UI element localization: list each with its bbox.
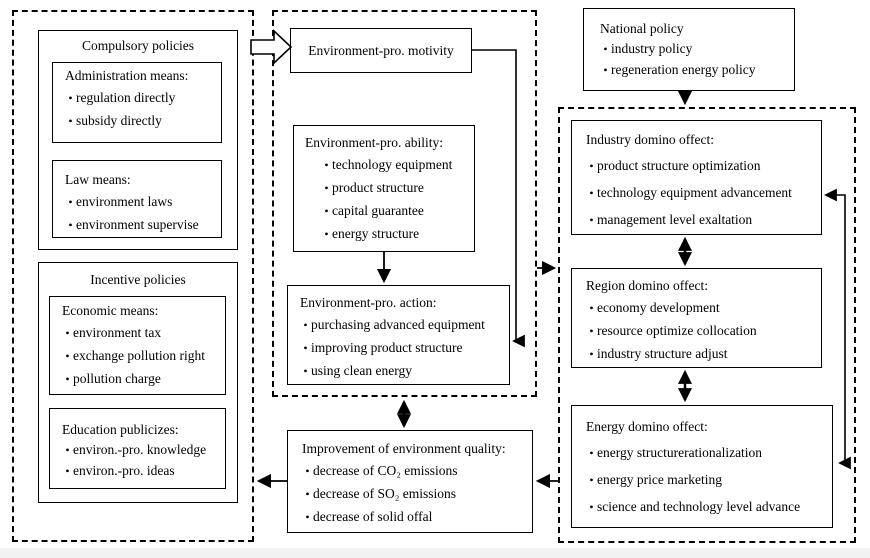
list-item: •environ.-pro. knowledge bbox=[62, 442, 221, 458]
bullet-icon: • bbox=[303, 364, 308, 378]
list-item: •technology equipment bbox=[305, 157, 470, 173]
list-item: •environment tax bbox=[62, 325, 221, 341]
bullet-icon: • bbox=[65, 372, 70, 386]
list-item: •exchange pollution right bbox=[62, 348, 221, 364]
box-title: Environment-pro. motivity bbox=[308, 43, 454, 58]
improvement-environment-quality-box: Improvement of environment quality: •dec… bbox=[287, 430, 533, 533]
list-item: •decrease of SO₂ emissions bbox=[302, 486, 528, 502]
box-title: Environment-pro. action: bbox=[300, 295, 437, 310]
list-item: •environ.-pro. ideas bbox=[62, 463, 221, 479]
bullet-icon: • bbox=[589, 213, 594, 227]
bullet-icon: • bbox=[68, 218, 73, 232]
list-item: •using clean energy bbox=[300, 363, 505, 379]
box-title: Industry domino offect: bbox=[586, 132, 714, 147]
box-title: Economic means: bbox=[62, 303, 159, 318]
list-item: •decrease of CO₂ emissions bbox=[302, 463, 528, 479]
bullet-icon: • bbox=[65, 349, 70, 363]
bullet-icon: • bbox=[68, 91, 73, 105]
environment-pro-ability-box: Environment-pro. ability: •technology eq… bbox=[293, 125, 475, 252]
box-title: Administration means: bbox=[65, 68, 189, 83]
list-item: •regeneration energy policy bbox=[600, 62, 790, 78]
list-item: •energy structurerationalization bbox=[586, 445, 828, 461]
bullet-icon: • bbox=[589, 347, 594, 361]
bullet-icon: • bbox=[324, 204, 329, 218]
bullet-icon: • bbox=[589, 159, 594, 173]
economic-means-box: Economic means: •environment tax •exchan… bbox=[49, 296, 226, 395]
list-item: •decrease of solid offal bbox=[302, 509, 528, 525]
environment-pro-motivity-box: Environment-pro. motivity bbox=[290, 28, 472, 73]
bullet-icon: • bbox=[589, 324, 594, 338]
bullet-icon: • bbox=[589, 446, 594, 460]
bullet-icon: • bbox=[324, 158, 329, 172]
bullet-icon: • bbox=[303, 341, 308, 355]
bullet-icon: • bbox=[589, 473, 594, 487]
law-means-box: Law means: •environment laws •environmen… bbox=[52, 160, 222, 238]
environment-pro-action-box: Environment-pro. action: •purchasing adv… bbox=[287, 285, 510, 385]
box-title: Law means: bbox=[65, 172, 131, 187]
bullet-icon: • bbox=[589, 301, 594, 315]
list-item: •energy price marketing bbox=[586, 472, 828, 488]
list-item: •environment laws bbox=[65, 194, 217, 210]
bullet-icon: • bbox=[68, 114, 73, 128]
bullet-icon: • bbox=[305, 487, 310, 501]
list-item: •regulation directly bbox=[65, 90, 217, 106]
page-bottom-band bbox=[0, 548, 870, 558]
box-title: Improvement of environment quality: bbox=[302, 441, 506, 456]
bullet-icon: • bbox=[305, 464, 310, 478]
list-item: •science and technology level advance bbox=[586, 499, 828, 515]
list-item: •economy development bbox=[586, 300, 817, 316]
region-domino-box: Region domino offect: •economy developme… bbox=[571, 268, 822, 368]
list-item: •environment supervise bbox=[65, 217, 217, 233]
bullet-icon: • bbox=[324, 181, 329, 195]
list-item: •pollution charge bbox=[62, 371, 221, 387]
list-item: •industry structure adjust bbox=[586, 346, 817, 362]
list-item: •subsidy directly bbox=[65, 113, 217, 129]
list-item: •energy structure bbox=[305, 226, 470, 242]
middle-environment-panel bbox=[272, 10, 537, 397]
list-item: •technology equipment advancement bbox=[586, 185, 817, 201]
bullet-icon: • bbox=[603, 42, 608, 56]
list-item: •improving product structure bbox=[300, 340, 505, 356]
list-item: •purchasing advanced equipment bbox=[300, 317, 505, 333]
bullet-icon: • bbox=[589, 186, 594, 200]
bullet-icon: • bbox=[65, 443, 70, 457]
energy-domino-box: Energy domino offect: •energy structurer… bbox=[571, 405, 833, 528]
box-title: Energy domino offect: bbox=[586, 419, 708, 434]
box-title: National policy bbox=[600, 21, 684, 36]
compulsory-policies-title: Compulsory policies bbox=[81, 38, 195, 53]
bullet-icon: • bbox=[65, 464, 70, 478]
list-item: •product structure bbox=[305, 180, 470, 196]
list-item: •industry policy bbox=[600, 41, 790, 57]
left-policies-panel bbox=[12, 10, 254, 542]
bullet-icon: • bbox=[303, 318, 308, 332]
national-policy-box: National policy •industry policy •regene… bbox=[583, 8, 795, 91]
bullet-icon: • bbox=[65, 326, 70, 340]
box-title: Region domino offect: bbox=[586, 278, 708, 293]
box-title: Education publicizes: bbox=[62, 422, 179, 437]
industry-domino-box: Industry domino offect: •product structu… bbox=[571, 120, 822, 235]
incentive-policies-title: Incentive policies bbox=[90, 272, 186, 287]
list-item: •management level exaltation bbox=[586, 212, 817, 228]
bullet-icon: • bbox=[68, 195, 73, 209]
education-publicizes-box: Education publicizes: •environ.-pro. kno… bbox=[49, 408, 226, 489]
bullet-icon: • bbox=[324, 227, 329, 241]
list-item: •capital guarantee bbox=[305, 203, 470, 219]
list-item: •resource optimize collocation bbox=[586, 323, 817, 339]
right-domino-panel bbox=[558, 107, 856, 543]
administration-means-box: Administration means: •regulation direct… bbox=[52, 62, 222, 143]
box-title: Environment-pro. ability: bbox=[305, 135, 443, 150]
list-item: •product structure optimization bbox=[586, 158, 817, 174]
bullet-icon: • bbox=[603, 63, 608, 77]
bullet-icon: • bbox=[589, 500, 594, 514]
bullet-icon: • bbox=[305, 510, 310, 524]
